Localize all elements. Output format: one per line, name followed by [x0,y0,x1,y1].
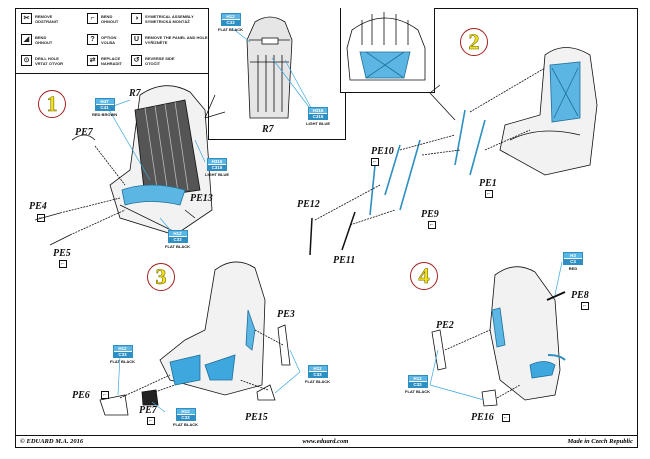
pe9-part [399,139,421,211]
part-label-r7-inset: R7 [262,124,274,135]
bend-icon: ⌐ [428,221,436,229]
step-number-1: 1 [38,90,66,118]
part-label-pe8: PE8 [571,290,589,301]
step-number-3: 3 [147,263,175,291]
pe13-part [184,209,196,219]
step-number-2: 2 [460,28,488,56]
remove-icon: ✂ [21,13,32,24]
pe2-part [431,329,447,371]
bend-icon: ⌐ [37,214,45,222]
bend-icon: ⌐ [147,417,155,425]
option-icon: ? [87,34,98,45]
part-label-r7: R7 [129,88,141,99]
step2-seat-drawing [499,47,598,176]
symmetrical-assembly-icon: ◑ [131,13,142,24]
origin-text: Made in Czech Republic [567,438,633,445]
step1-seat-drawing [109,85,213,236]
bend-icon: ⌐ [485,190,493,198]
bend-icon: ⌐ [371,158,379,166]
pe11-part [341,211,356,251]
bend-icon: ⌐ [502,414,510,422]
pe16-part [481,389,498,407]
replace-icon: ⇄ [87,55,98,66]
part-label-pe6: PE6 [72,390,90,401]
pe8-part [546,291,566,301]
step-number-4: 4 [410,262,438,290]
pe6-part [99,394,129,416]
part-label-pe10: PE10 [371,146,394,157]
part-label-pe11: PE11 [333,255,356,266]
part-label-pe3: PE3 [277,309,295,320]
part-label-pe5: PE5 [53,248,71,259]
part-label-pe15: PE15 [245,412,268,423]
pe10-part [384,144,401,196]
step3-seat-drawing [159,261,266,396]
reverse-side-icon: ↺ [131,55,142,66]
part-label-pe16: PE16 [471,412,494,423]
inset-seat-back-drawing [246,16,293,119]
step4-seat-drawing [489,266,566,401]
drill-hole-icon: ⊙ [21,55,32,66]
pe3-part [277,324,291,366]
footer: © EDUARD M.A. 2016 www.eduard.com Made i… [15,436,638,448]
bend-icon: ⌐ [87,13,98,24]
pe5-part [49,234,71,246]
part-label-pe4: PE4 [29,201,47,212]
website-link[interactable]: www.eduard.com [302,438,349,445]
pe15-part [256,384,276,401]
pe7b-part [141,389,159,406]
inset-harness-drawing [346,12,426,81]
part-label-pe12: PE12 [297,199,320,210]
bend-icon: ⌐ [581,302,589,310]
remove-plastic-icon: U [131,34,142,45]
copyright-text: © EDUARD M.A. 2016 [20,438,84,445]
pe4-part [34,212,61,221]
part-label-pe1: PE1 [479,178,497,189]
pe12-part [309,217,313,256]
pe7-part [71,134,96,141]
part-label-pe9: PE9 [421,209,439,220]
bend-icon: ⌐ [59,260,67,268]
pe1-part [454,109,486,176]
part-label-pe2: PE2 [436,320,454,331]
bend-icon: ⌐ [101,391,109,399]
part-label-pe7: PE7 [139,405,157,416]
part-label-pe13: PE13 [190,193,213,204]
part-label-pe7: PE7 [75,127,93,138]
bend-diagonal-icon: ◢ [21,34,32,45]
